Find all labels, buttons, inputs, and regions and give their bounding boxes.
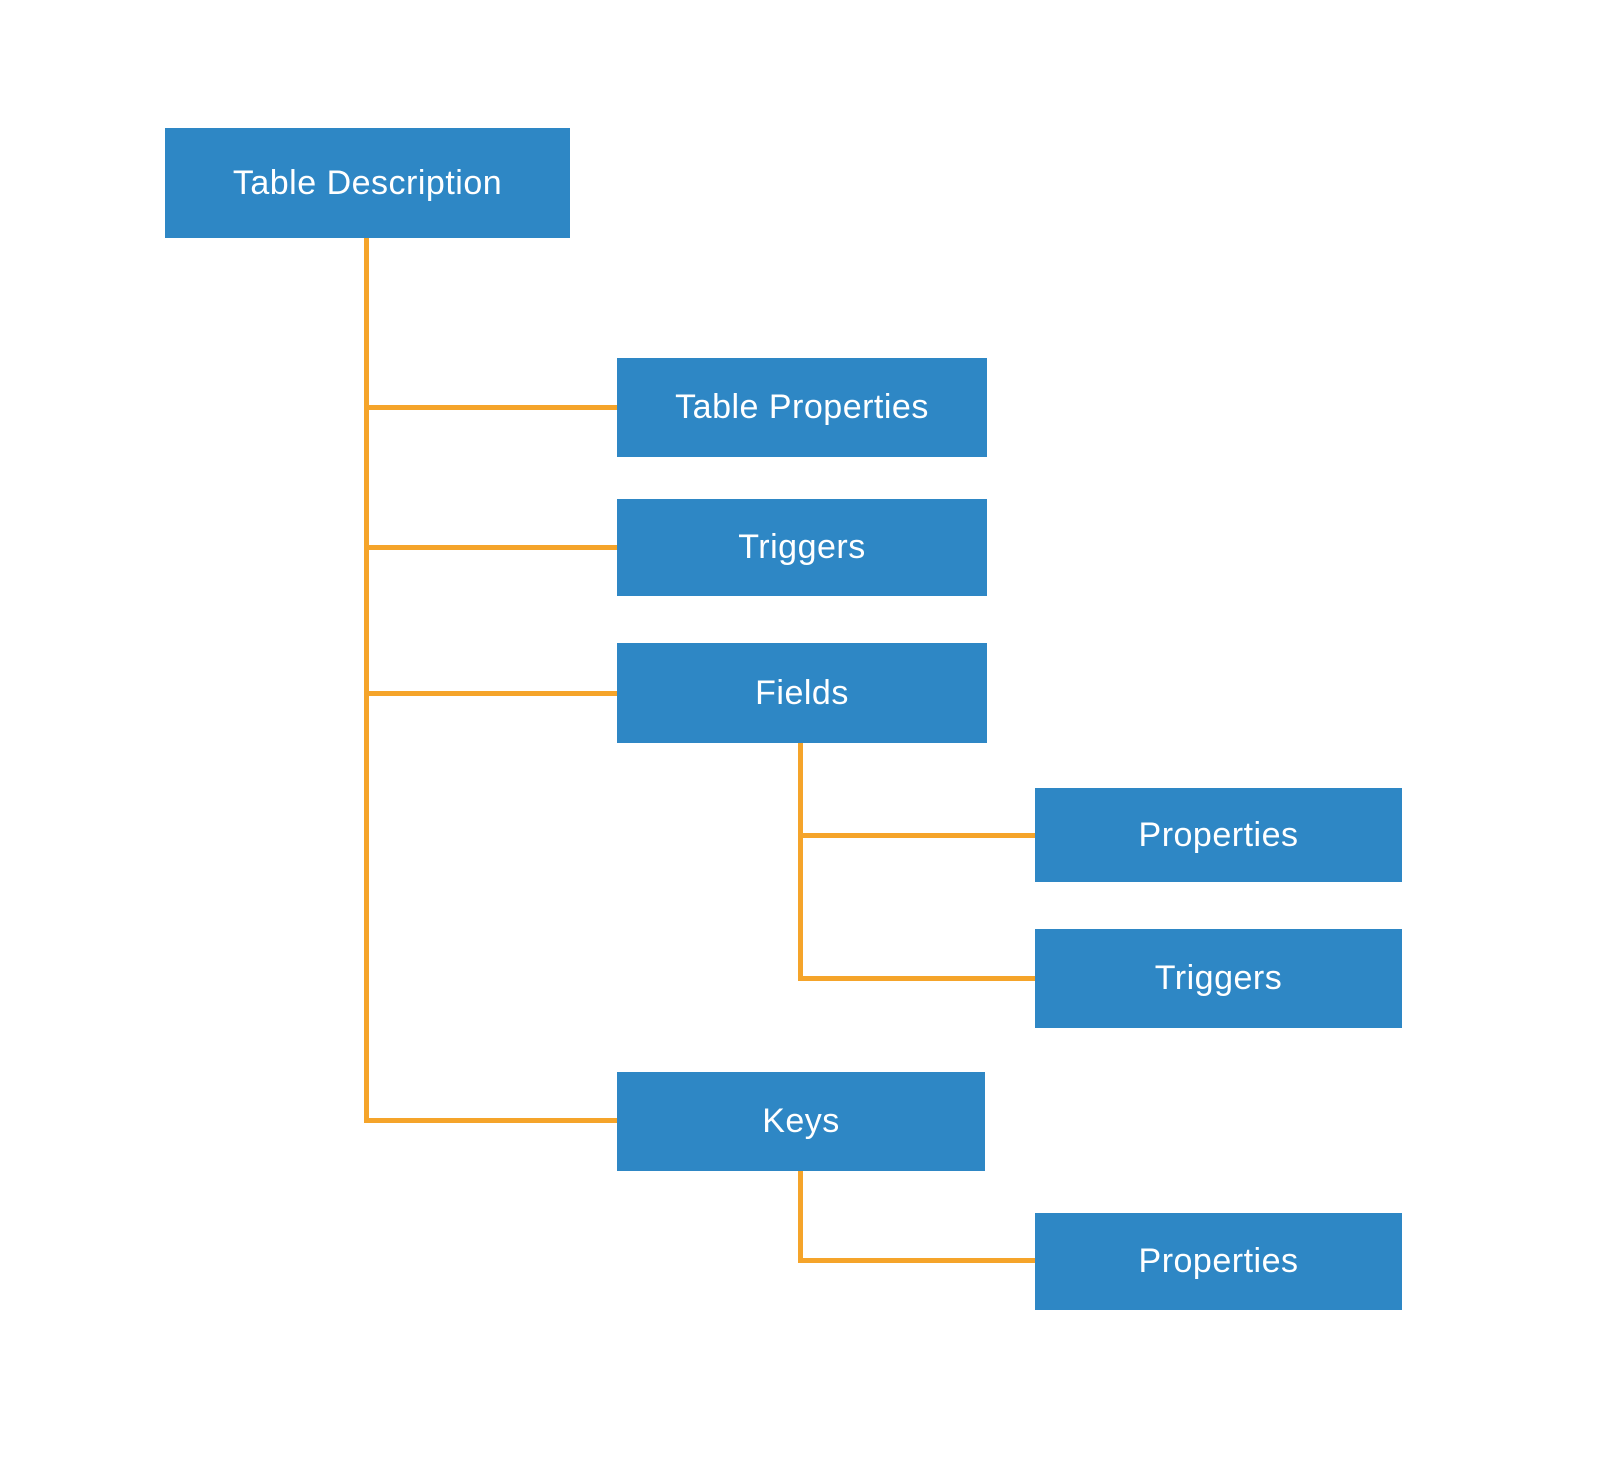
node-fields: Fields <box>617 643 987 743</box>
node-fields-properties: Properties <box>1035 788 1402 882</box>
node-label: Table Description <box>232 163 503 202</box>
node-triggers: Triggers <box>617 499 987 596</box>
node-label: Properties <box>1138 815 1299 854</box>
node-keys: Keys <box>617 1072 985 1171</box>
node-label: Properties <box>1138 1242 1299 1280</box>
connector-trunk-vertical <box>364 238 369 1123</box>
connector-branch-keys <box>364 1118 617 1123</box>
node-table-properties: Table Properties <box>617 358 987 457</box>
node-keys-properties: Properties <box>1035 1213 1402 1310</box>
connector-fields-vertical <box>798 743 803 981</box>
node-fields-triggers: Triggers <box>1035 929 1402 1028</box>
node-label: Triggers <box>738 528 866 566</box>
connector-branch-fields-triggers <box>798 976 1035 981</box>
node-label: Table Properties <box>675 388 929 426</box>
connector-branch-table-properties <box>364 405 617 410</box>
node-table-description: Table Description <box>165 128 570 238</box>
node-label: Keys <box>762 1102 840 1140</box>
connector-branch-triggers <box>364 545 617 550</box>
connector-branch-fields-properties <box>798 833 1035 838</box>
connector-branch-fields <box>364 691 617 696</box>
node-label: Triggers <box>1154 959 1283 997</box>
node-label: Fields <box>755 673 849 712</box>
connector-branch-keys-properties <box>798 1258 1035 1263</box>
connector-keys-vertical <box>798 1171 803 1263</box>
